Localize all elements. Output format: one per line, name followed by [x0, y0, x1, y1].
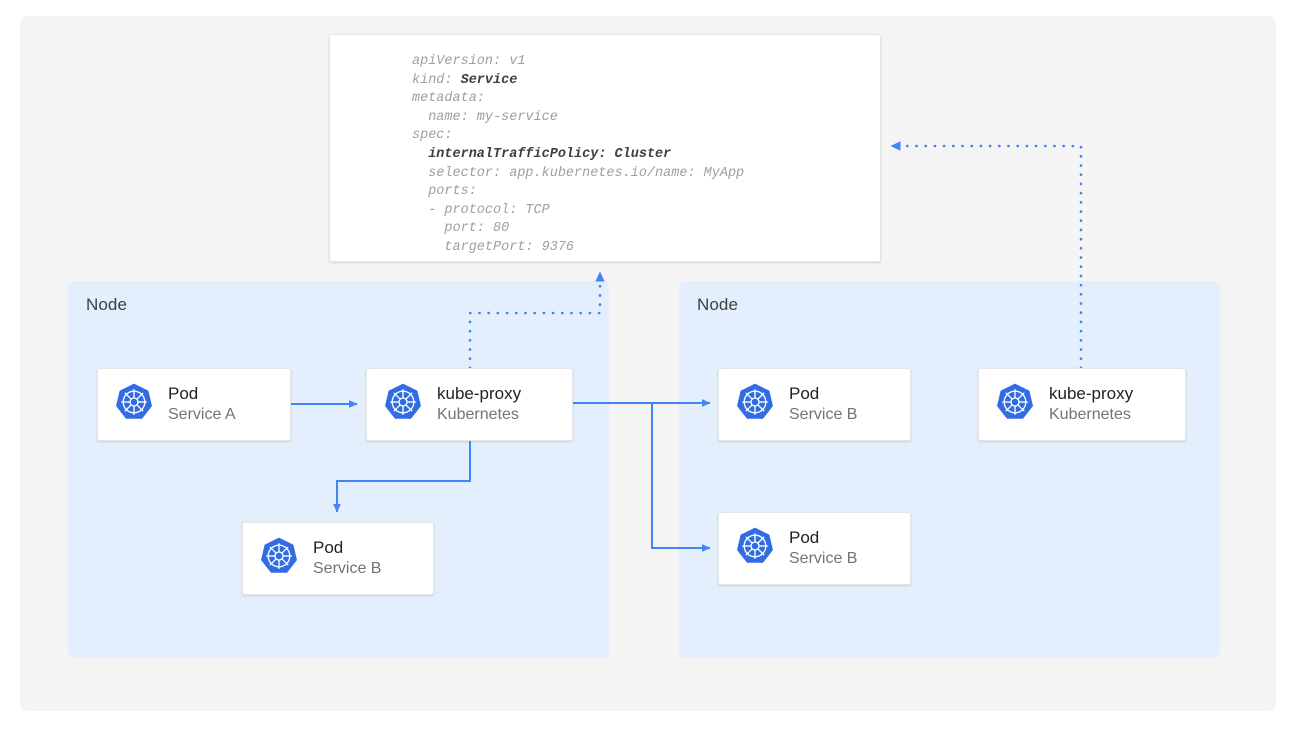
service-manifest-code: apiVersion: v1 kind: Service metadata: n… [412, 54, 745, 255]
kubernetes-logo-icon [259, 536, 299, 581]
card-subtitle: Kubernetes [1049, 406, 1131, 424]
card-subtitle: Service A [168, 406, 236, 424]
node-label-left: Node [86, 295, 128, 314]
kubernetes-logo-icon [735, 526, 775, 571]
card-subtitle: Service B [313, 560, 382, 578]
card-title: Pod [789, 384, 820, 404]
card-subtitle: Kubernetes [437, 406, 519, 424]
card-pod-service-b-right-top[interactable]: Pod Service B [718, 368, 911, 441]
card-kube-proxy-left[interactable]: kube-proxy Kubernetes [366, 368, 573, 441]
kubernetes-logo-icon [114, 382, 154, 427]
kubernetes-logo-icon [383, 382, 423, 427]
card-pod-service-b-left[interactable]: Pod Service B [242, 522, 434, 595]
card-subtitle: Service B [789, 406, 858, 424]
card-subtitle: Service B [789, 550, 858, 568]
service-manifest-card: apiVersion: v1 kind: Service metadata: n… [329, 34, 881, 262]
card-title: kube-proxy [1049, 384, 1134, 404]
card-title: Pod [789, 528, 820, 548]
kubernetes-logo-icon [735, 382, 775, 427]
card-title: kube-proxy [437, 384, 522, 404]
kubernetes-logo-icon [995, 382, 1035, 427]
card-title: Pod [168, 384, 199, 404]
node-label-right: Node [697, 295, 739, 314]
card-title: Pod [313, 538, 344, 558]
card-pod-service-b-right-bottom[interactable]: Pod Service B [718, 512, 911, 585]
node-region-right: Node [679, 281, 1220, 658]
card-pod-service-a[interactable]: Pod Service A [97, 368, 291, 441]
node-region-left: Node [68, 281, 609, 658]
card-kube-proxy-right[interactable]: kube-proxy Kubernetes [978, 368, 1186, 441]
